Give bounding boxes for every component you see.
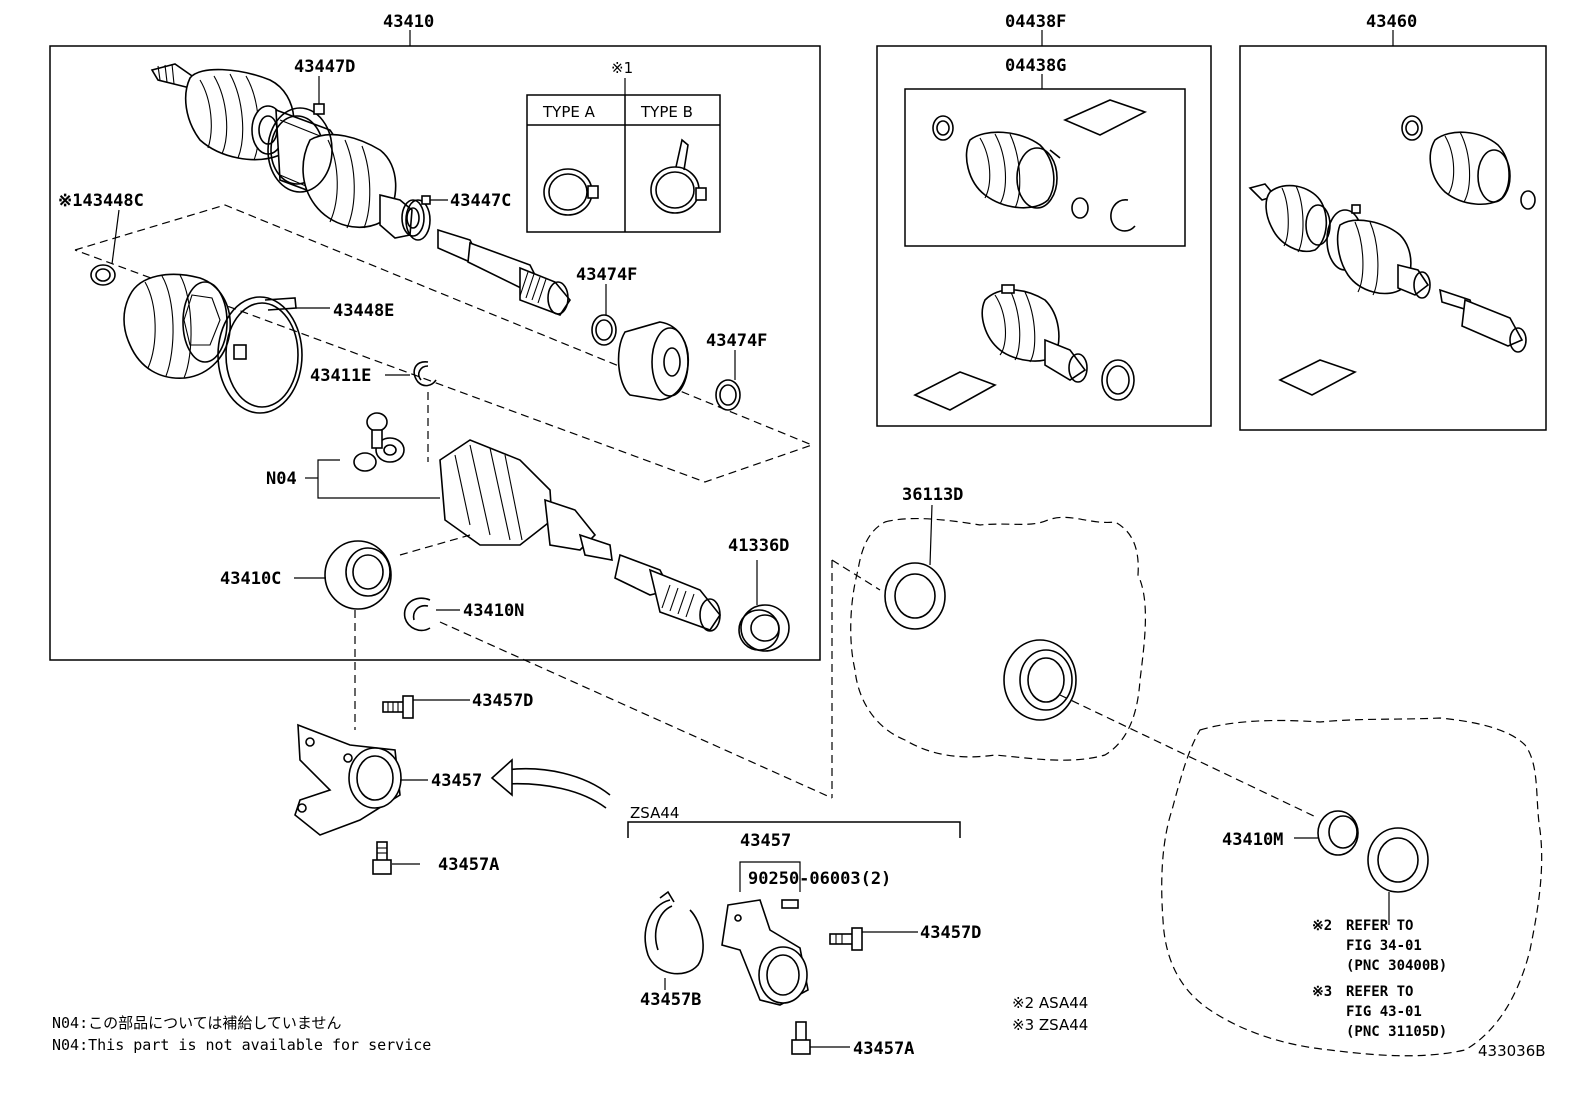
zsa44-bracket-label: 43457 [740, 831, 791, 851]
label-43474F-a: 43474F [576, 265, 637, 285]
label-43411E: 43411E [310, 366, 371, 386]
guide-43410N [439, 621, 833, 799]
clamp-type-a-icon [543, 168, 599, 216]
bearing-bracket-43457 [294, 723, 402, 836]
footnote-en: N04:This part is not available for servi… [52, 1036, 431, 1054]
label-04438G: 04438G [1005, 56, 1066, 76]
footnote-jp: N04:この部品については補給していません [52, 1014, 341, 1032]
refer-3-line3: (PNC 31105D) [1346, 1024, 1447, 1040]
transaxle-outline-2 [1161, 717, 1543, 1057]
bolt-43457D [382, 695, 414, 719]
type-a-label: TYPE A [542, 103, 596, 121]
type-b-label: TYPE B [640, 103, 693, 121]
clamp-type-b-icon [650, 138, 707, 214]
zsa44-bracket [721, 899, 809, 1006]
exploded-outline [74, 204, 814, 483]
label-43448E: 43448E [333, 301, 394, 321]
label-43410: 43410 [383, 12, 434, 32]
bearing-43410C [324, 540, 392, 610]
inner-cv-housing [439, 439, 721, 632]
type-table: ※1 TYPE A TYPE B [526, 59, 721, 233]
refer-2-line2: FIG 34-01 [1346, 938, 1422, 954]
label-43448C: ※143448C [58, 191, 144, 211]
figure-id: 433036B [1478, 1042, 1546, 1060]
label-N04: N04 [266, 469, 297, 489]
transaxle-housing [850, 516, 1147, 761]
tripod-joint [353, 412, 405, 472]
zsa44-bracket-line [627, 821, 961, 838]
clip-43457B [644, 890, 704, 975]
oil-seal-41336D [738, 604, 790, 652]
refer-note-2: ※2 REFER TO FIG 34-01 (PNC 30400B) [1312, 918, 1447, 974]
model-note-2: ※2 ASA44 [1012, 994, 1088, 1012]
label-43457-a: 43457 [431, 771, 482, 791]
label-43457B: 43457B [640, 990, 701, 1010]
arrow-to-zsa44 [490, 758, 611, 809]
bolt-43457A [372, 841, 392, 875]
label-43457D-b: 43457D [920, 923, 981, 943]
dynamic-damper [617, 321, 689, 401]
clamp-43448E [217, 296, 303, 414]
boot-kit-04438G-parts [932, 99, 1148, 232]
label-43447D: 43447D [294, 57, 355, 77]
guide-housing [831, 559, 881, 798]
box-04438F [876, 45, 1212, 427]
bearing-43410M [1317, 810, 1429, 893]
ring-43474F-b [715, 379, 741, 411]
guide-43410M [1059, 694, 1319, 819]
refer-2-mark: ※2 [1312, 918, 1332, 934]
label-43410C: 43410C [220, 569, 281, 589]
clamp-43448C [90, 264, 116, 286]
shaft-assembly-43460-parts [1248, 115, 1536, 396]
boot-inner [123, 273, 231, 379]
label-43447C: 43447C [450, 191, 511, 211]
label-43410M: 43410M [1222, 830, 1283, 850]
label-43474F-b: 43474F [706, 331, 767, 351]
zsa44-bolt-ref: 90250-06003(2) [748, 869, 891, 889]
box-43410 [49, 45, 821, 661]
ring-43474F-a [591, 314, 617, 346]
boot-kit-04438F-parts [913, 284, 1135, 411]
label-43460: 43460 [1366, 12, 1417, 32]
refer-3-line2: FIG 43-01 [1346, 1004, 1422, 1020]
snap-ring-43410N [403, 597, 431, 632]
snap-ring-43411E [413, 361, 437, 387]
label-43457A-b: 43457A [853, 1039, 914, 1059]
refer-3-mark: ※3 [1312, 984, 1332, 1000]
zsa44-bolt-43457D [829, 927, 863, 951]
label-43457D-a: 43457D [472, 691, 533, 711]
model-note-3: ※3 ZSA44 [1012, 1016, 1088, 1034]
refer-2-line1: REFER TO [1346, 918, 1413, 934]
refer-3-line1: REFER TO [1346, 984, 1413, 1000]
box-04438G [904, 88, 1186, 247]
label-36113D: 36113D [902, 485, 963, 505]
zsa44-title: ZSA44 [630, 804, 679, 822]
refer-note-3: ※3 REFER TO FIG 43-01 (PNC 31105D) [1312, 984, 1447, 1040]
refer-2-line3: (PNC 30400B) [1346, 958, 1447, 974]
outer-cv-shaft [150, 63, 571, 316]
label-43457A-a: 43457A [438, 855, 499, 875]
type-table-marker: ※1 [611, 59, 633, 77]
label-04438F: 04438F [1005, 12, 1066, 32]
label-43410N: 43410N [463, 601, 524, 621]
label-41336D: 41336D [728, 536, 789, 556]
zsa44-bolt-43457A [791, 1021, 811, 1055]
